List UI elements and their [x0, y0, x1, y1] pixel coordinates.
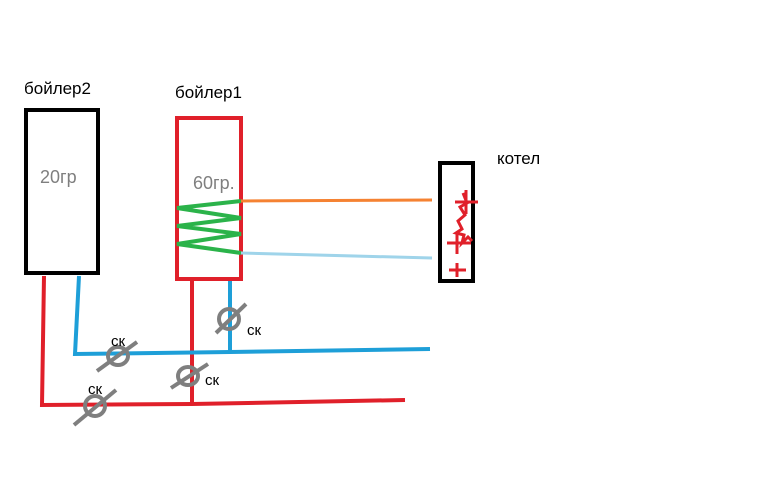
- boiler1-coil: [176, 199, 242, 255]
- kotel-label: котел: [497, 149, 541, 168]
- cold-pipes: [72, 275, 431, 357]
- flame-icon: [447, 190, 478, 277]
- return-line: [240, 251, 433, 260]
- boiler1-tank: [175, 116, 243, 281]
- valve-2: [214, 302, 248, 335]
- supply-line: [240, 198, 433, 203]
- valve-label: ск: [247, 322, 262, 339]
- boiler1-label: бойлер1: [175, 83, 242, 102]
- boiler2-temperature: 20гр: [40, 167, 77, 187]
- valve-4: [72, 388, 118, 427]
- boiler1-temperature: 60гр.: [193, 173, 235, 193]
- valve-label: ск: [88, 381, 103, 398]
- valve-3: [169, 362, 210, 390]
- valve-label: ск: [205, 372, 220, 389]
- boiler2-tank: [24, 108, 100, 275]
- valve-label: ск: [111, 333, 126, 350]
- valve-1: [95, 340, 139, 373]
- kotel-body: [438, 161, 475, 283]
- boiler2-label: бойлер2: [24, 79, 91, 98]
